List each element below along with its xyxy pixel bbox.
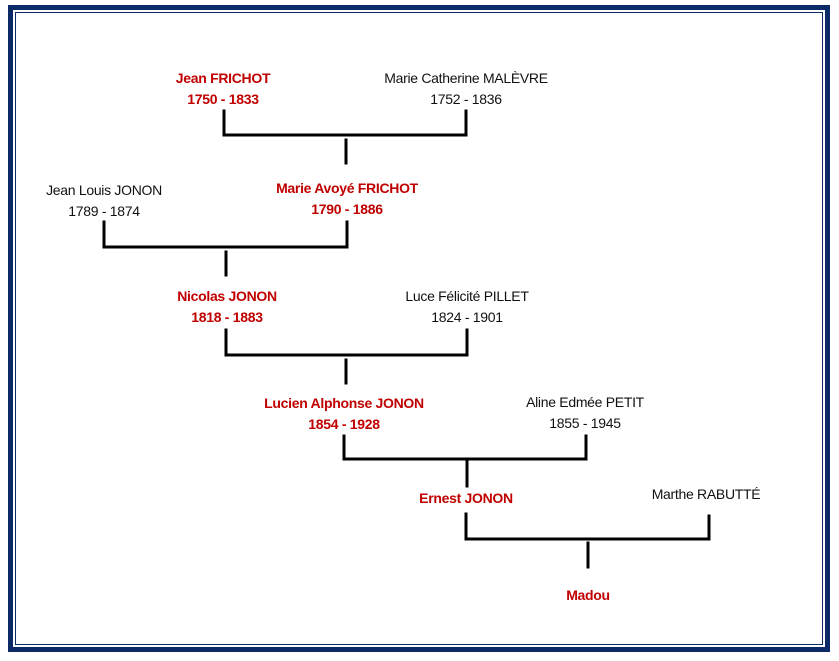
person-dates: 1789 - 1874 (68, 203, 140, 219)
person-lucien-alphonse-jonon: Lucien Alphonse JONON 1854 - 1928 (264, 393, 424, 435)
person-name: Marie Avoyé FRICHOT (276, 180, 418, 196)
couple-bracket-gen3 (224, 328, 469, 357)
person-name: Lucien Alphonse JONON (264, 395, 424, 411)
couple-bracket-gen1 (222, 109, 468, 137)
person-marie-avoye-frichot: Marie Avoyé FRICHOT 1790 - 1886 (276, 178, 418, 220)
person-nicolas-jonon: Nicolas JONON 1818 - 1883 (177, 286, 277, 328)
couple-bracket-gen4 (342, 434, 588, 461)
person-marthe-rabutte: Marthe RABUTTÉ (652, 484, 761, 505)
person-dates: 1854 - 1928 (308, 416, 380, 432)
person-dates: 1790 - 1886 (311, 201, 383, 217)
person-name: Luce Félicité PILLET (405, 288, 529, 304)
person-name: Madou (566, 587, 610, 603)
person-name: Jean Louis JONON (46, 182, 162, 198)
person-marie-catherine-malevre: Marie Catherine MALÈVRE 1752 - 1836 (384, 68, 548, 110)
person-dates: 1855 - 1945 (549, 415, 621, 431)
person-madou: Madou (566, 585, 610, 606)
person-luce-felicite-pillet: Luce Félicité PILLET 1824 - 1901 (405, 286, 528, 328)
person-aline-edmee-petit: Aline Edmée PETIT 1855 - 1945 (526, 392, 644, 434)
couple-bracket-gen2 (102, 220, 349, 249)
inner-frame (15, 12, 823, 645)
couple-bracket-gen5 (464, 512, 711, 541)
person-dates: 1752 - 1836 (430, 91, 502, 107)
person-ernest-jonon: Ernest JONON (419, 488, 513, 509)
person-dates: 1750 - 1833 (187, 91, 259, 107)
person-jean-louis-jonon: Jean Louis JONON 1789 - 1874 (46, 180, 162, 222)
person-jean-frichot: Jean FRICHOT 1750 - 1833 (175, 68, 271, 110)
person-dates: 1818 - 1883 (191, 309, 263, 325)
person-dates: 1824 - 1901 (431, 309, 503, 325)
person-name: Ernest JONON (419, 490, 513, 506)
person-name: Aline Edmée PETIT (526, 394, 644, 410)
person-name: Jean FRICHOT (175, 70, 271, 86)
person-name: Marthe RABUTTÉ (651, 486, 761, 502)
person-name: Nicolas JONON (177, 288, 277, 304)
outer-frame (8, 5, 830, 652)
person-name: Marie Catherine MALÈVRE (384, 70, 548, 86)
